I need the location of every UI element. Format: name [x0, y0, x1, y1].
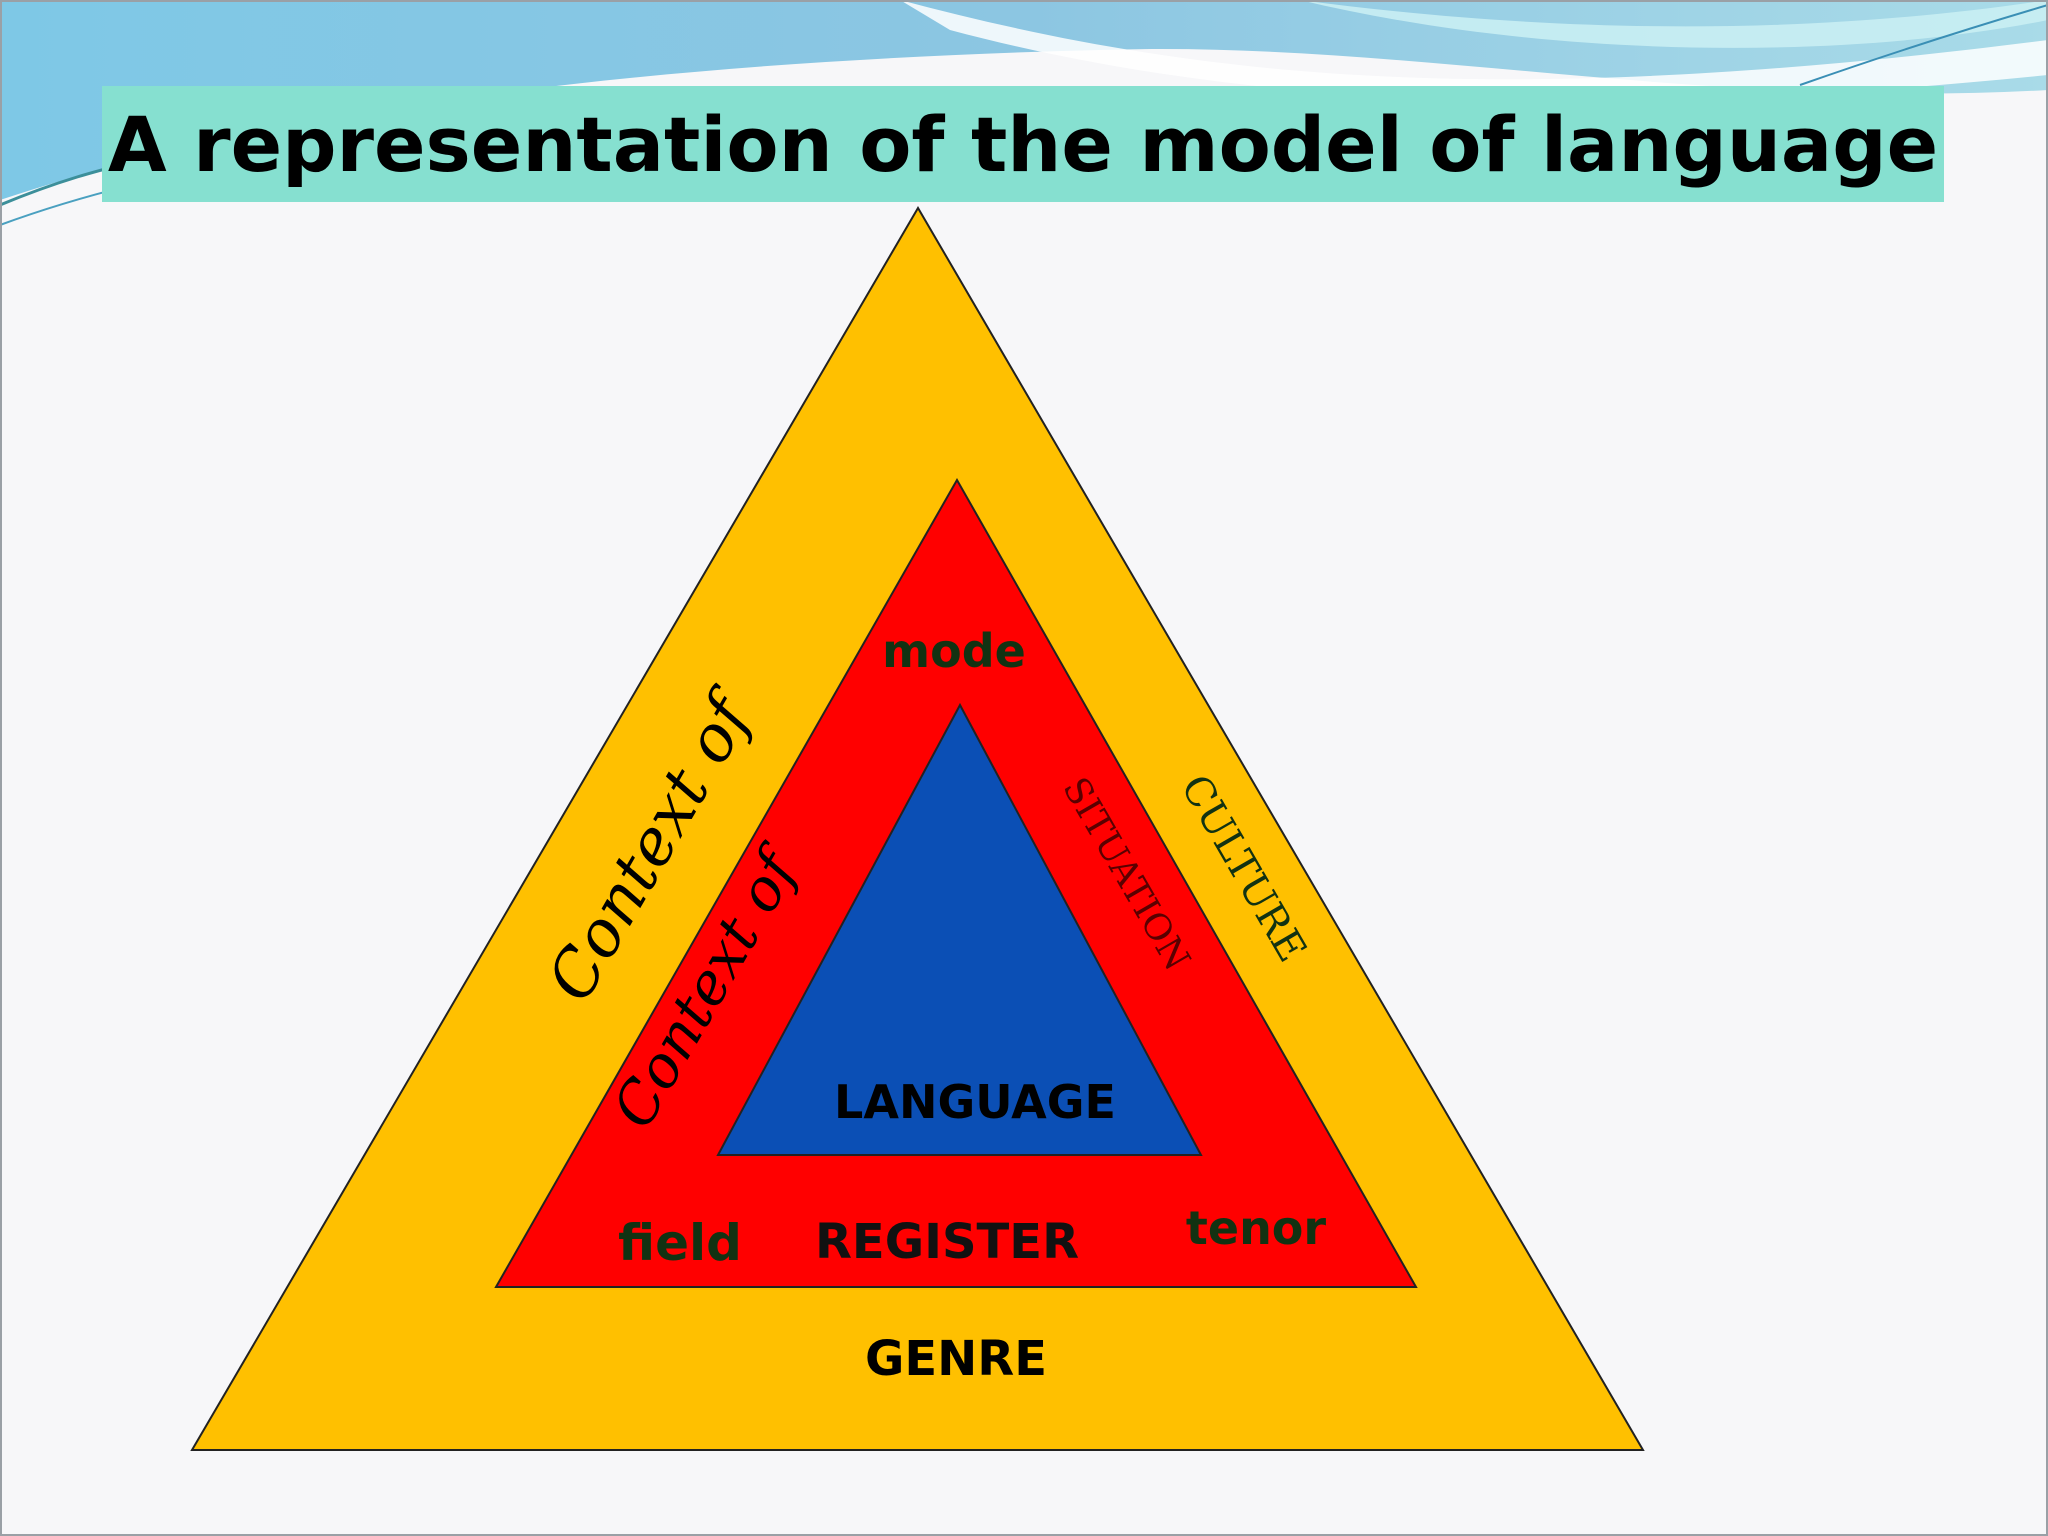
language-label: LANGUAGE: [834, 1075, 1116, 1129]
top-wave-band: [0, 0, 2048, 200]
field-label: field: [618, 1214, 742, 1272]
inner-triangle: [716, 702, 1203, 1156]
genre-label: GENRE: [865, 1331, 1047, 1387]
right-wave-line: [1799, 4, 2048, 86]
slide-title: A representation of the model of languag…: [107, 99, 1939, 189]
title-bar: A representation of the model of languag…: [102, 86, 1944, 202]
mode-label: mode: [882, 624, 1026, 678]
white-wave-swoosh: [900, 0, 2048, 102]
tenor-label: tenor: [1186, 1201, 1327, 1255]
light-wave-swoosh: [1300, 0, 2048, 48]
register-label: REGISTER: [815, 1214, 1079, 1270]
